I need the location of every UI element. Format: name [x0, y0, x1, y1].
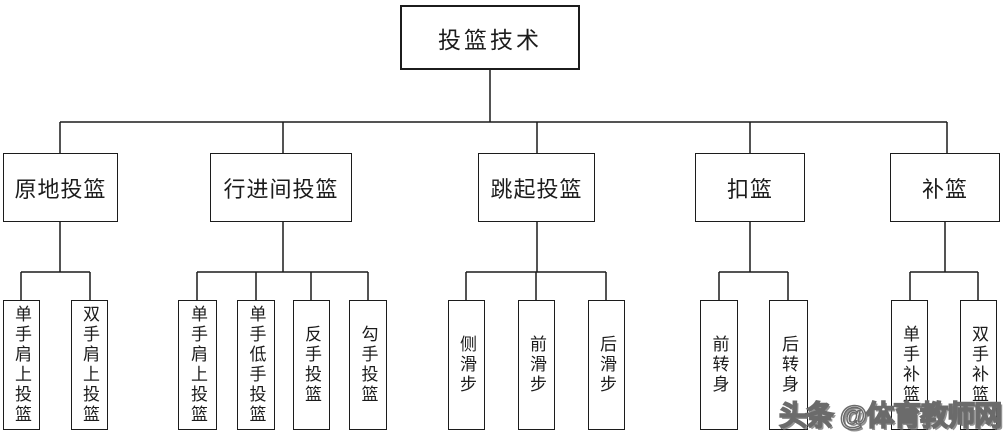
leaf-one-hand-overhead-shot: 单手肩上投篮	[3, 300, 40, 430]
leaf-one-hand-tip-in: 单手补篮	[891, 300, 928, 430]
leaf-moving-one-hand-overhead-shot: 单手肩上投篮	[178, 300, 217, 430]
node-moving-shot: 行进间投篮	[210, 153, 352, 222]
node-dunk: 扣篮	[695, 153, 805, 222]
watermark: 头条 @体育教师网	[778, 399, 1003, 432]
node-jump-shot: 跳起投篮	[478, 153, 595, 222]
leaf-back-pivot: 后转身	[769, 300, 808, 430]
leaf-side-slide-step: 侧滑步	[448, 300, 485, 430]
leaf-hook-shot: 勾手投篮	[349, 300, 387, 430]
leaf-forward-slide-step: 前滑步	[518, 300, 555, 430]
leaf-front-pivot: 前转身	[700, 300, 738, 430]
leaf-two-hand-overhead-shot: 双手肩上投篮	[71, 300, 108, 430]
leaf-reverse-shot: 反手投篮	[293, 300, 330, 430]
leaf-backward-slide-step: 后滑步	[588, 300, 625, 430]
leaf-one-hand-underhand-shot: 单手低手投篮	[237, 300, 275, 430]
node-standing-shot: 原地投篮	[3, 153, 118, 222]
leaf-two-hand-tip-in: 双手补篮	[960, 300, 997, 430]
node-shooting-technique: 投篮技术	[400, 5, 580, 70]
node-tip-in: 补篮	[890, 153, 1000, 222]
